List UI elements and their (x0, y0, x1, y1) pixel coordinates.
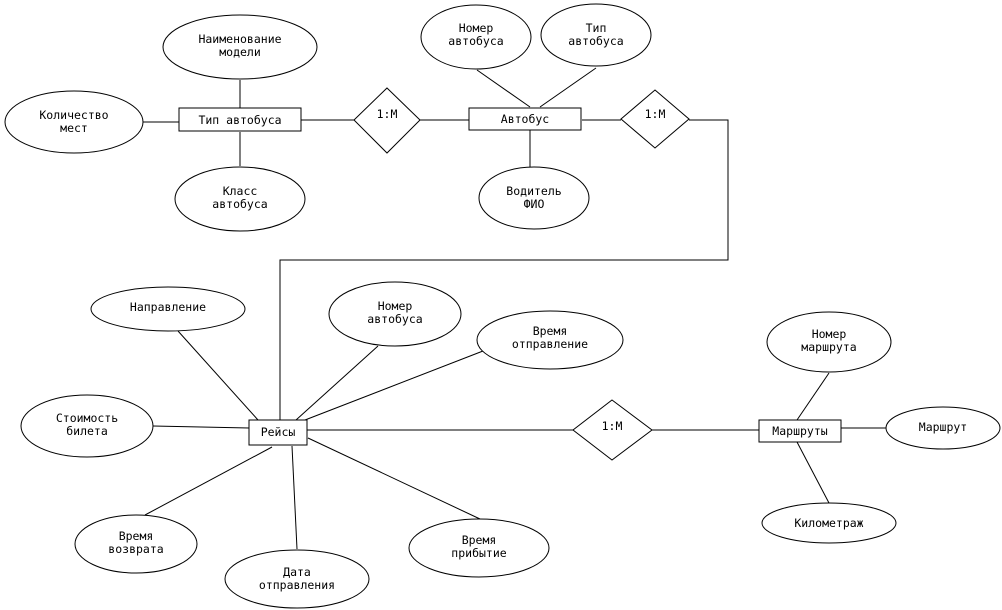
link-arrival-trips (307, 437, 481, 520)
attr-bus-type: Тип автобуса (540, 3, 652, 67)
entity-bus-type-label: Тип автобуса (198, 113, 281, 127)
attr-return-time-line2: возврата (108, 542, 163, 556)
relationship-bus-trips: 1:M (620, 89, 690, 149)
attr-mileage: Километраж (761, 502, 897, 544)
attr-mileage-line1: Километраж (794, 516, 863, 530)
entity-bus: Автобус (468, 107, 582, 131)
attr-arrival-time-line1: Время (462, 533, 497, 547)
attr-direction-line1: Направление (130, 300, 206, 314)
attr-bus-number-line2: автобуса (448, 34, 503, 48)
link-deptime-trips (304, 350, 484, 421)
attr-trip-bus-number-line2: автобуса (367, 312, 422, 326)
attr-departure-time: Время отправление (476, 310, 624, 370)
attr-bus-class-line1: Класс (223, 184, 258, 198)
attr-arrival-time-line2: прибытие (451, 546, 506, 560)
attr-route: Маршрут (885, 406, 1001, 450)
link-direction-trips (177, 330, 259, 421)
attr-departure-date-line1: Дата (283, 565, 311, 579)
link-mileage-routes (796, 441, 830, 504)
relationship-bustype-bus-label: 1:M (377, 107, 398, 121)
entity-routes-label: Маршруты (772, 424, 827, 438)
relationship-trips-routes-label: 1:M (602, 419, 623, 433)
attr-return-time-line1: Время (119, 529, 154, 543)
attr-bus-number-line1: Номер (459, 21, 494, 35)
relationship-bus-trips-label: 1:M (645, 107, 666, 121)
link-rel2-trips (279, 119, 729, 420)
attr-model-name-line2: модели (219, 45, 261, 59)
attr-return-time: Время возврата (74, 514, 198, 574)
link-return-trips (144, 446, 273, 516)
link-routenum-routes (796, 372, 830, 421)
attr-route-line1: Маршрут (919, 420, 967, 434)
attr-departure-time-line1: Время (533, 324, 568, 338)
attr-model-name: Наименование модели (162, 14, 318, 80)
link-price-trips (152, 425, 250, 429)
attr-driver-line1: Водитель (506, 184, 561, 198)
attr-bus-type-line2: автобуса (568, 34, 623, 48)
entity-routes: Маршруты (758, 419, 842, 443)
relationship-trips-routes: 1:M (572, 399, 653, 461)
attr-seat-count-line1: Количество (39, 108, 108, 122)
attr-bus-class-line2: автобуса (212, 197, 267, 211)
link-depdate-trips (291, 445, 298, 550)
attr-driver-line2: ФИО (524, 197, 545, 211)
entity-bus-label: Автобус (501, 112, 549, 126)
attr-departure-time-line2: отправление (512, 337, 588, 351)
attr-bus-type-line1: Тип (586, 21, 607, 35)
attr-ticket-price-line2: билета (66, 424, 108, 438)
connectors (143, 67, 887, 550)
relationship-bustype-bus: 1:M (353, 87, 421, 154)
link-bustype-attr-bus (539, 67, 597, 108)
attr-route-number: Номер маршрута (766, 311, 892, 373)
link-tripbus-trips (295, 345, 379, 421)
attr-trip-bus-number-line1: Номер (378, 299, 413, 313)
attr-direction: Направление (90, 286, 246, 332)
attr-bus-number: Номер автобуса (420, 4, 532, 70)
attr-model-name-line1: Наименование (198, 32, 281, 46)
attr-seat-count-line2: мест (60, 121, 88, 135)
attr-seat-count: Количество мест (4, 90, 144, 154)
entity-bus-type: Тип автобуса (178, 107, 302, 132)
attr-ticket-price: Стоимость билета (20, 394, 154, 458)
entity-trips-label: Рейсы (261, 425, 296, 439)
attr-departure-date-line2: отправления (259, 578, 335, 592)
link-busnum-bus (476, 69, 531, 108)
attr-departure-date: Дата отправления (224, 549, 370, 609)
entity-trips: Рейсы (248, 419, 308, 446)
attr-ticket-price-line1: Стоимость (56, 411, 118, 425)
attr-bus-class: Класс автобуса (174, 166, 306, 232)
attr-route-number-line1: Номер (812, 327, 847, 341)
attr-arrival-time: Время прибытие (408, 518, 550, 578)
attr-route-number-line2: маршрута (801, 340, 856, 354)
attr-driver: Водитель ФИО (478, 166, 590, 230)
attr-trip-bus-number: Номер автобуса (328, 281, 462, 347)
